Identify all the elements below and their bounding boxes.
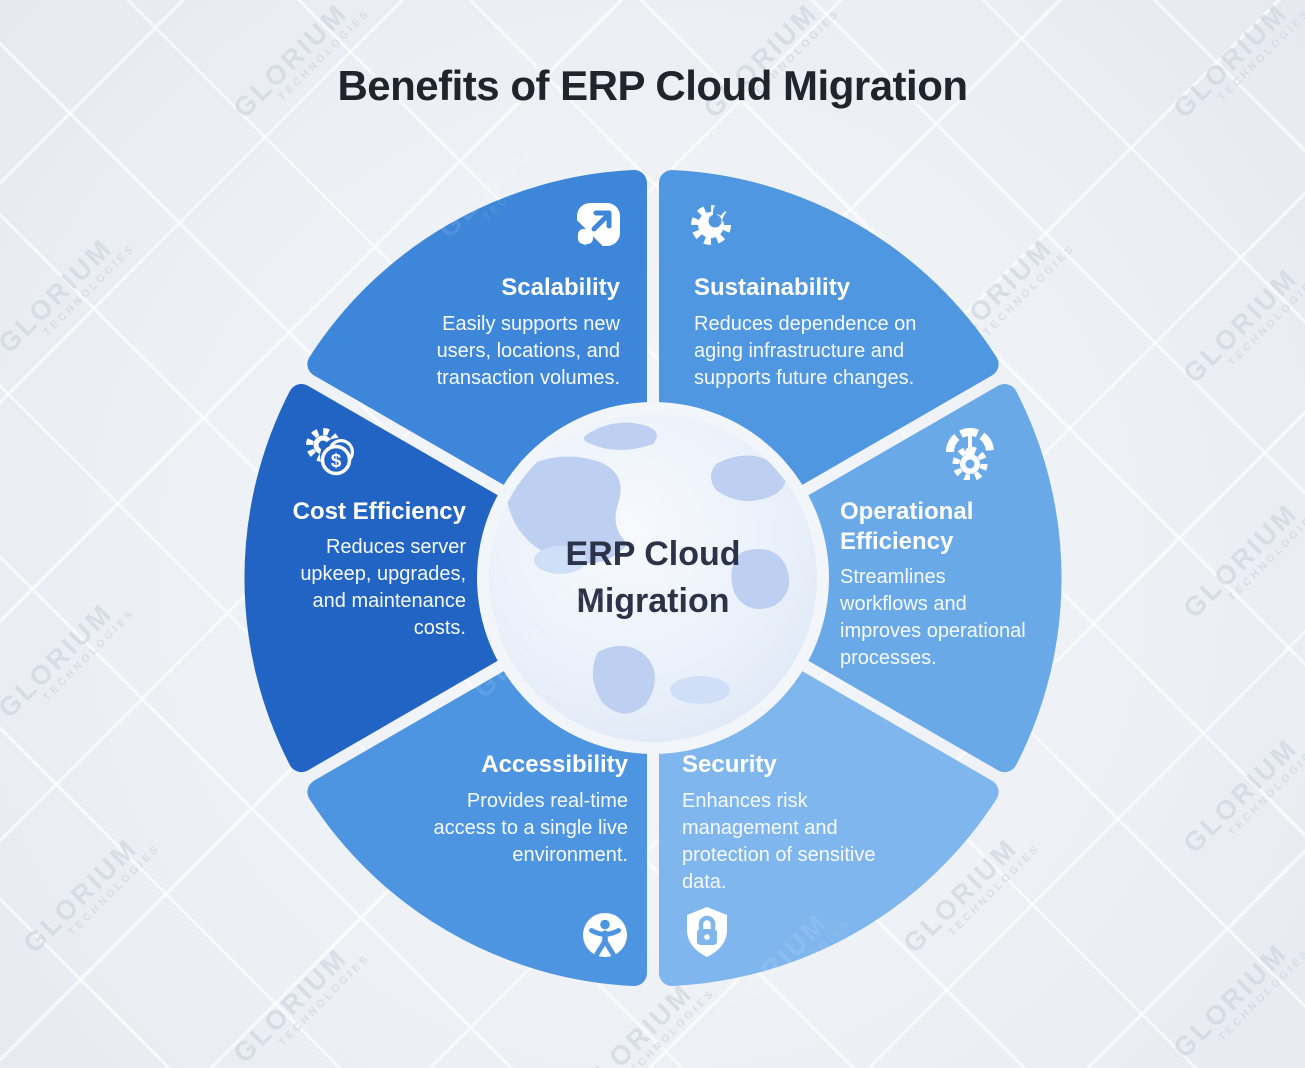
segment-label: Sustainability xyxy=(694,274,851,301)
segment-description: Reduces server upkeep, upgrades, and mai… xyxy=(300,536,466,639)
center-label: ERP Cloud Migration xyxy=(503,531,803,625)
globe-illustration xyxy=(477,402,829,754)
segment-description: Easily supports new users, locations, an… xyxy=(436,313,620,389)
segment-security-text: Security Enhances risk management and pr… xyxy=(682,0,922,950)
sector-operational-efficiency xyxy=(678,384,1062,773)
page-title: Benefits of ERP Cloud Migration xyxy=(337,62,968,109)
segment-label: Operational Efficiency xyxy=(840,498,974,555)
segment-description: Streamlines workflows and improves opera… xyxy=(840,566,1026,669)
segment-accessibility-text: Accessibility Provides real-time access … xyxy=(388,0,628,950)
segment-description: Reduces dependence on aging infrastructu… xyxy=(694,313,917,389)
center-label-line2: Migration xyxy=(576,582,730,620)
segment-operational-efficiency-text: Operational Efficiency Streamlines workf… xyxy=(840,0,1050,700)
center-label-line1: ERP Cloud xyxy=(565,535,741,573)
segment-scalability-text: Scalability Easily supports new users, l… xyxy=(368,0,620,400)
shield-lock-icon xyxy=(687,907,727,957)
gear-coin-icon: $ xyxy=(306,428,356,476)
gauge-gear-icon xyxy=(946,428,994,480)
segment-label: Scalability xyxy=(501,274,620,301)
sector-cost-efficiency xyxy=(244,384,628,773)
segment-label: Security xyxy=(682,751,777,778)
accessibility-person-icon xyxy=(583,913,627,957)
gear-leaves-icon xyxy=(691,200,737,245)
dollar-glyph: $ xyxy=(331,451,342,472)
segment-cost-efficiency-text: Cost Efficiency Reduces server upkeep, u… xyxy=(256,0,466,700)
segment-description: Provides real-time access to a single li… xyxy=(433,790,628,866)
expand-arrows-icon xyxy=(570,203,620,252)
segment-label: Accessibility xyxy=(481,751,628,778)
segment-description: Enhances risk management and protection … xyxy=(682,790,876,893)
segment-sustainability-text: Sustainability Reduces dependence on agi… xyxy=(694,0,954,400)
segment-label: Cost Efficiency xyxy=(292,498,466,525)
